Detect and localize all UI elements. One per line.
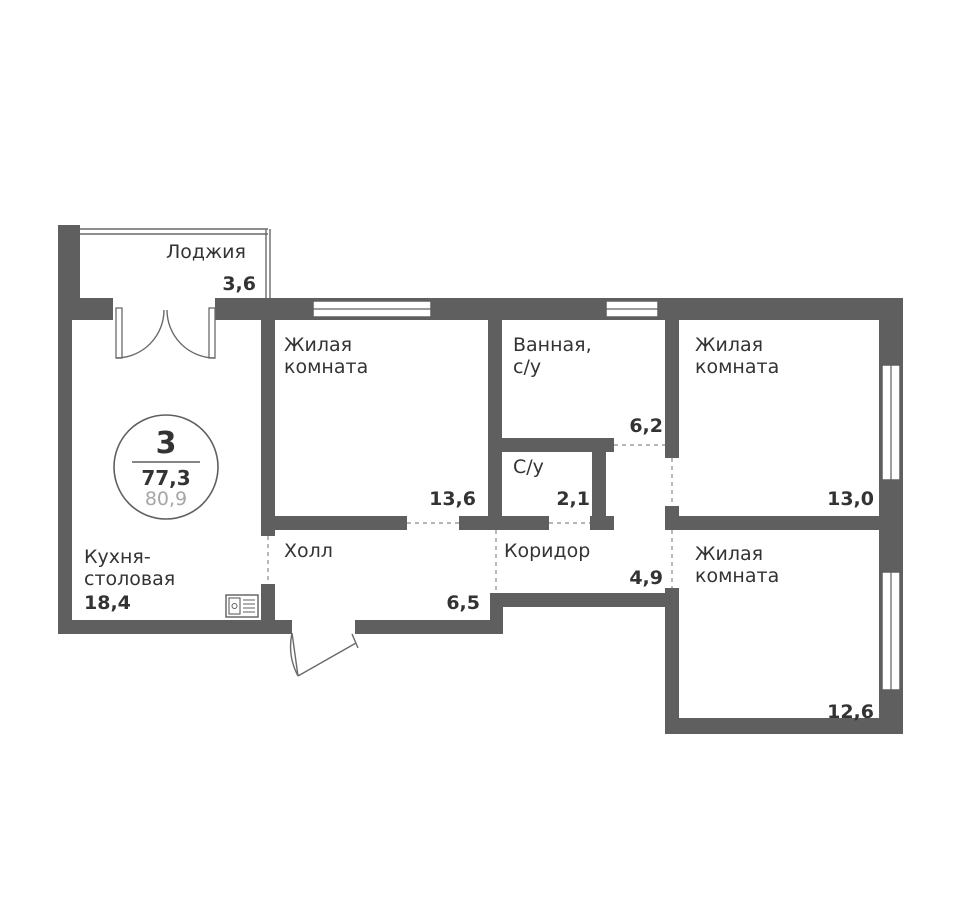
room-living-3: Жилая комната 12,6 xyxy=(695,543,874,723)
room-area: 4,9 xyxy=(629,567,663,589)
room-area: 3,6 xyxy=(222,273,256,295)
room-corridor: Коридор 4,9 xyxy=(504,540,663,589)
room-name: Лоджия xyxy=(166,241,246,263)
room-area: 12,6 xyxy=(827,701,874,723)
room-name-line2: комната xyxy=(695,356,779,378)
kitchen-sink-icon xyxy=(225,594,259,618)
rooms-count: 3 xyxy=(156,426,177,461)
room-hall: Холл 6,5 xyxy=(284,540,480,614)
room-name-line1: Жилая xyxy=(695,543,763,565)
room-area: 6,2 xyxy=(629,415,663,437)
balcony-door xyxy=(115,307,216,359)
total-area: 80,9 xyxy=(145,488,187,510)
room-name-line2: столовая xyxy=(84,568,175,590)
room-area: 13,0 xyxy=(827,488,874,510)
room-name-line2: с/у xyxy=(513,356,541,378)
room-area: 2,1 xyxy=(556,488,590,510)
room-name: Холл xyxy=(284,540,333,562)
room-name-line1: Кухня- xyxy=(84,546,151,568)
room-loggia: Лоджия 3,6 xyxy=(166,241,256,295)
living-area: 77,3 xyxy=(141,466,190,490)
room-name-line2: комната xyxy=(284,356,368,378)
room-area: 18,4 xyxy=(84,592,131,614)
room-living-2: Жилая комната 13,0 xyxy=(695,334,874,510)
room-name-line1: Жилая xyxy=(695,334,763,356)
room-living-1: Жилая комната 13,6 xyxy=(284,334,476,510)
room-bathroom: Ванная, с/у 6,2 xyxy=(513,334,663,437)
room-wc: С/у 2,1 xyxy=(513,456,590,510)
windows xyxy=(312,300,901,691)
room-name: С/у xyxy=(513,456,544,478)
loggia xyxy=(58,225,271,303)
room-name-line1: Ванная, xyxy=(513,334,592,356)
room-area: 13,6 xyxy=(429,488,476,510)
room-kitchen: Кухня- столовая 18,4 xyxy=(84,546,175,614)
room-area: 6,5 xyxy=(446,592,480,614)
room-name-line1: Жилая xyxy=(284,334,352,356)
room-name: Коридор xyxy=(504,540,590,562)
room-name-line2: комната xyxy=(695,565,779,587)
summary-badge: 3 77,3 80,9 xyxy=(113,414,219,520)
openings xyxy=(267,444,673,593)
entrance-door xyxy=(289,632,359,677)
